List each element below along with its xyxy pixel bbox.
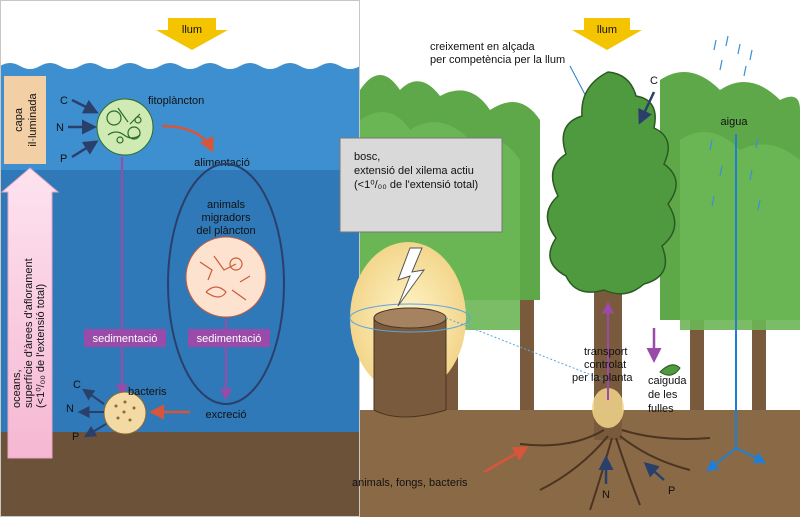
leaf-icon: [659, 364, 681, 376]
transport-1: transport: [584, 346, 627, 358]
bottom-nutrient-n: N: [66, 403, 74, 415]
nutrient-p-arrow: [71, 140, 99, 159]
seafloor: [0, 432, 360, 517]
lightning-bolt: [397, 247, 426, 307]
bottom-p-arrow: [83, 423, 107, 438]
nutrient-c: C: [60, 95, 68, 107]
phytoplankton-circle: [96, 98, 154, 156]
oceans-label-1: oceans,: [11, 369, 23, 408]
nutrient-c-arrow: [71, 98, 99, 114]
migrators-label-1: animals: [207, 199, 245, 211]
upwelling-arrow: [0, 167, 60, 459]
excretion-label: excreció: [206, 409, 247, 421]
water-split-right: [735, 447, 767, 464]
phytoplankton-label: fitoplàncton: [148, 95, 204, 107]
forest-box-3: (<1⁰/₀₀ de l'extensió total): [354, 179, 478, 191]
soil-label: animals, fongs, bacteris: [352, 477, 468, 489]
growth-label-2: per competència per la llum: [430, 54, 565, 66]
leaf-fall-1: caiguda: [648, 375, 687, 387]
sed-right-box: [188, 329, 270, 347]
transport-glow: [592, 388, 624, 428]
bacteria-label: bacteris: [128, 386, 167, 398]
water-label: aigua: [721, 116, 749, 128]
leaf-fall-3: fulles: [648, 403, 674, 415]
capa-label-2: il·luminada: [27, 93, 39, 147]
migrators-label-3: del plàncton: [196, 225, 255, 237]
capa-box: [4, 76, 46, 164]
ocean-light-label: llum: [182, 24, 202, 36]
feeding-arrow: [161, 124, 214, 153]
migrators-label-2: migradors: [202, 212, 251, 224]
oceans-label-3: (<1⁰/₀₀ de l'extensió total): [35, 284, 47, 408]
zooplankton-circle: [185, 236, 267, 318]
ocean-surface-waves: [0, 63, 360, 170]
tree-stump: [349, 303, 471, 418]
xylem-pointer: [445, 317, 605, 381]
carbon-label: C: [650, 75, 658, 87]
soil-p-arrow: [643, 462, 665, 481]
bottom-nutrient-p: P: [72, 431, 79, 443]
forest-light-label: llum: [597, 24, 617, 36]
sed-right-label: sedimentació: [197, 333, 262, 345]
growth-label-1: creixement en alçada: [430, 41, 535, 53]
migration-loop: [167, 163, 285, 405]
transport-2: controlat: [584, 359, 626, 371]
main-tree-roots: [519, 429, 711, 511]
capa-label-1: capa: [13, 107, 25, 132]
bottom-nutrient-c: C: [73, 379, 81, 391]
transport-3: per la planta: [572, 372, 633, 384]
forest-light-arrow: llum: [572, 18, 642, 50]
forest-callout-box: [339, 137, 503, 233]
main-tree-crown: [546, 71, 677, 295]
rain-streaks: [709, 35, 761, 211]
nutrient-p: P: [60, 153, 67, 165]
ocean-panel: llum capa il·luminada oceans, superfície…: [0, 0, 360, 517]
ocean-light-arrow: llum: [156, 18, 228, 50]
sed-left-label: sedimentació: [93, 333, 158, 345]
phytoplankton-cells: [106, 107, 142, 144]
forest-box-1: bosc,: [354, 151, 380, 163]
oceans-label-2: superfície d'àrees d'aflorament: [23, 258, 35, 408]
soil-p-label: P: [668, 485, 675, 497]
nutrient-n: N: [56, 122, 64, 134]
bacteria-dots: [114, 400, 136, 422]
soil-n-label: N: [602, 489, 610, 501]
leaf-fall-2: de les: [648, 389, 678, 401]
soil-arrow: [483, 446, 529, 474]
carbon-arrow: [638, 91, 656, 125]
bottom-c-arrow: [82, 388, 105, 405]
forest-box-2: extensió del xilema actiu: [354, 165, 474, 177]
sed-left-box: [84, 329, 166, 347]
water-split-left: [706, 447, 737, 472]
zooplankton-drawings: [199, 255, 251, 301]
forest-panel: llum creixement en alçada per competènci…: [339, 0, 800, 517]
ocean-deep-water: [0, 170, 360, 432]
